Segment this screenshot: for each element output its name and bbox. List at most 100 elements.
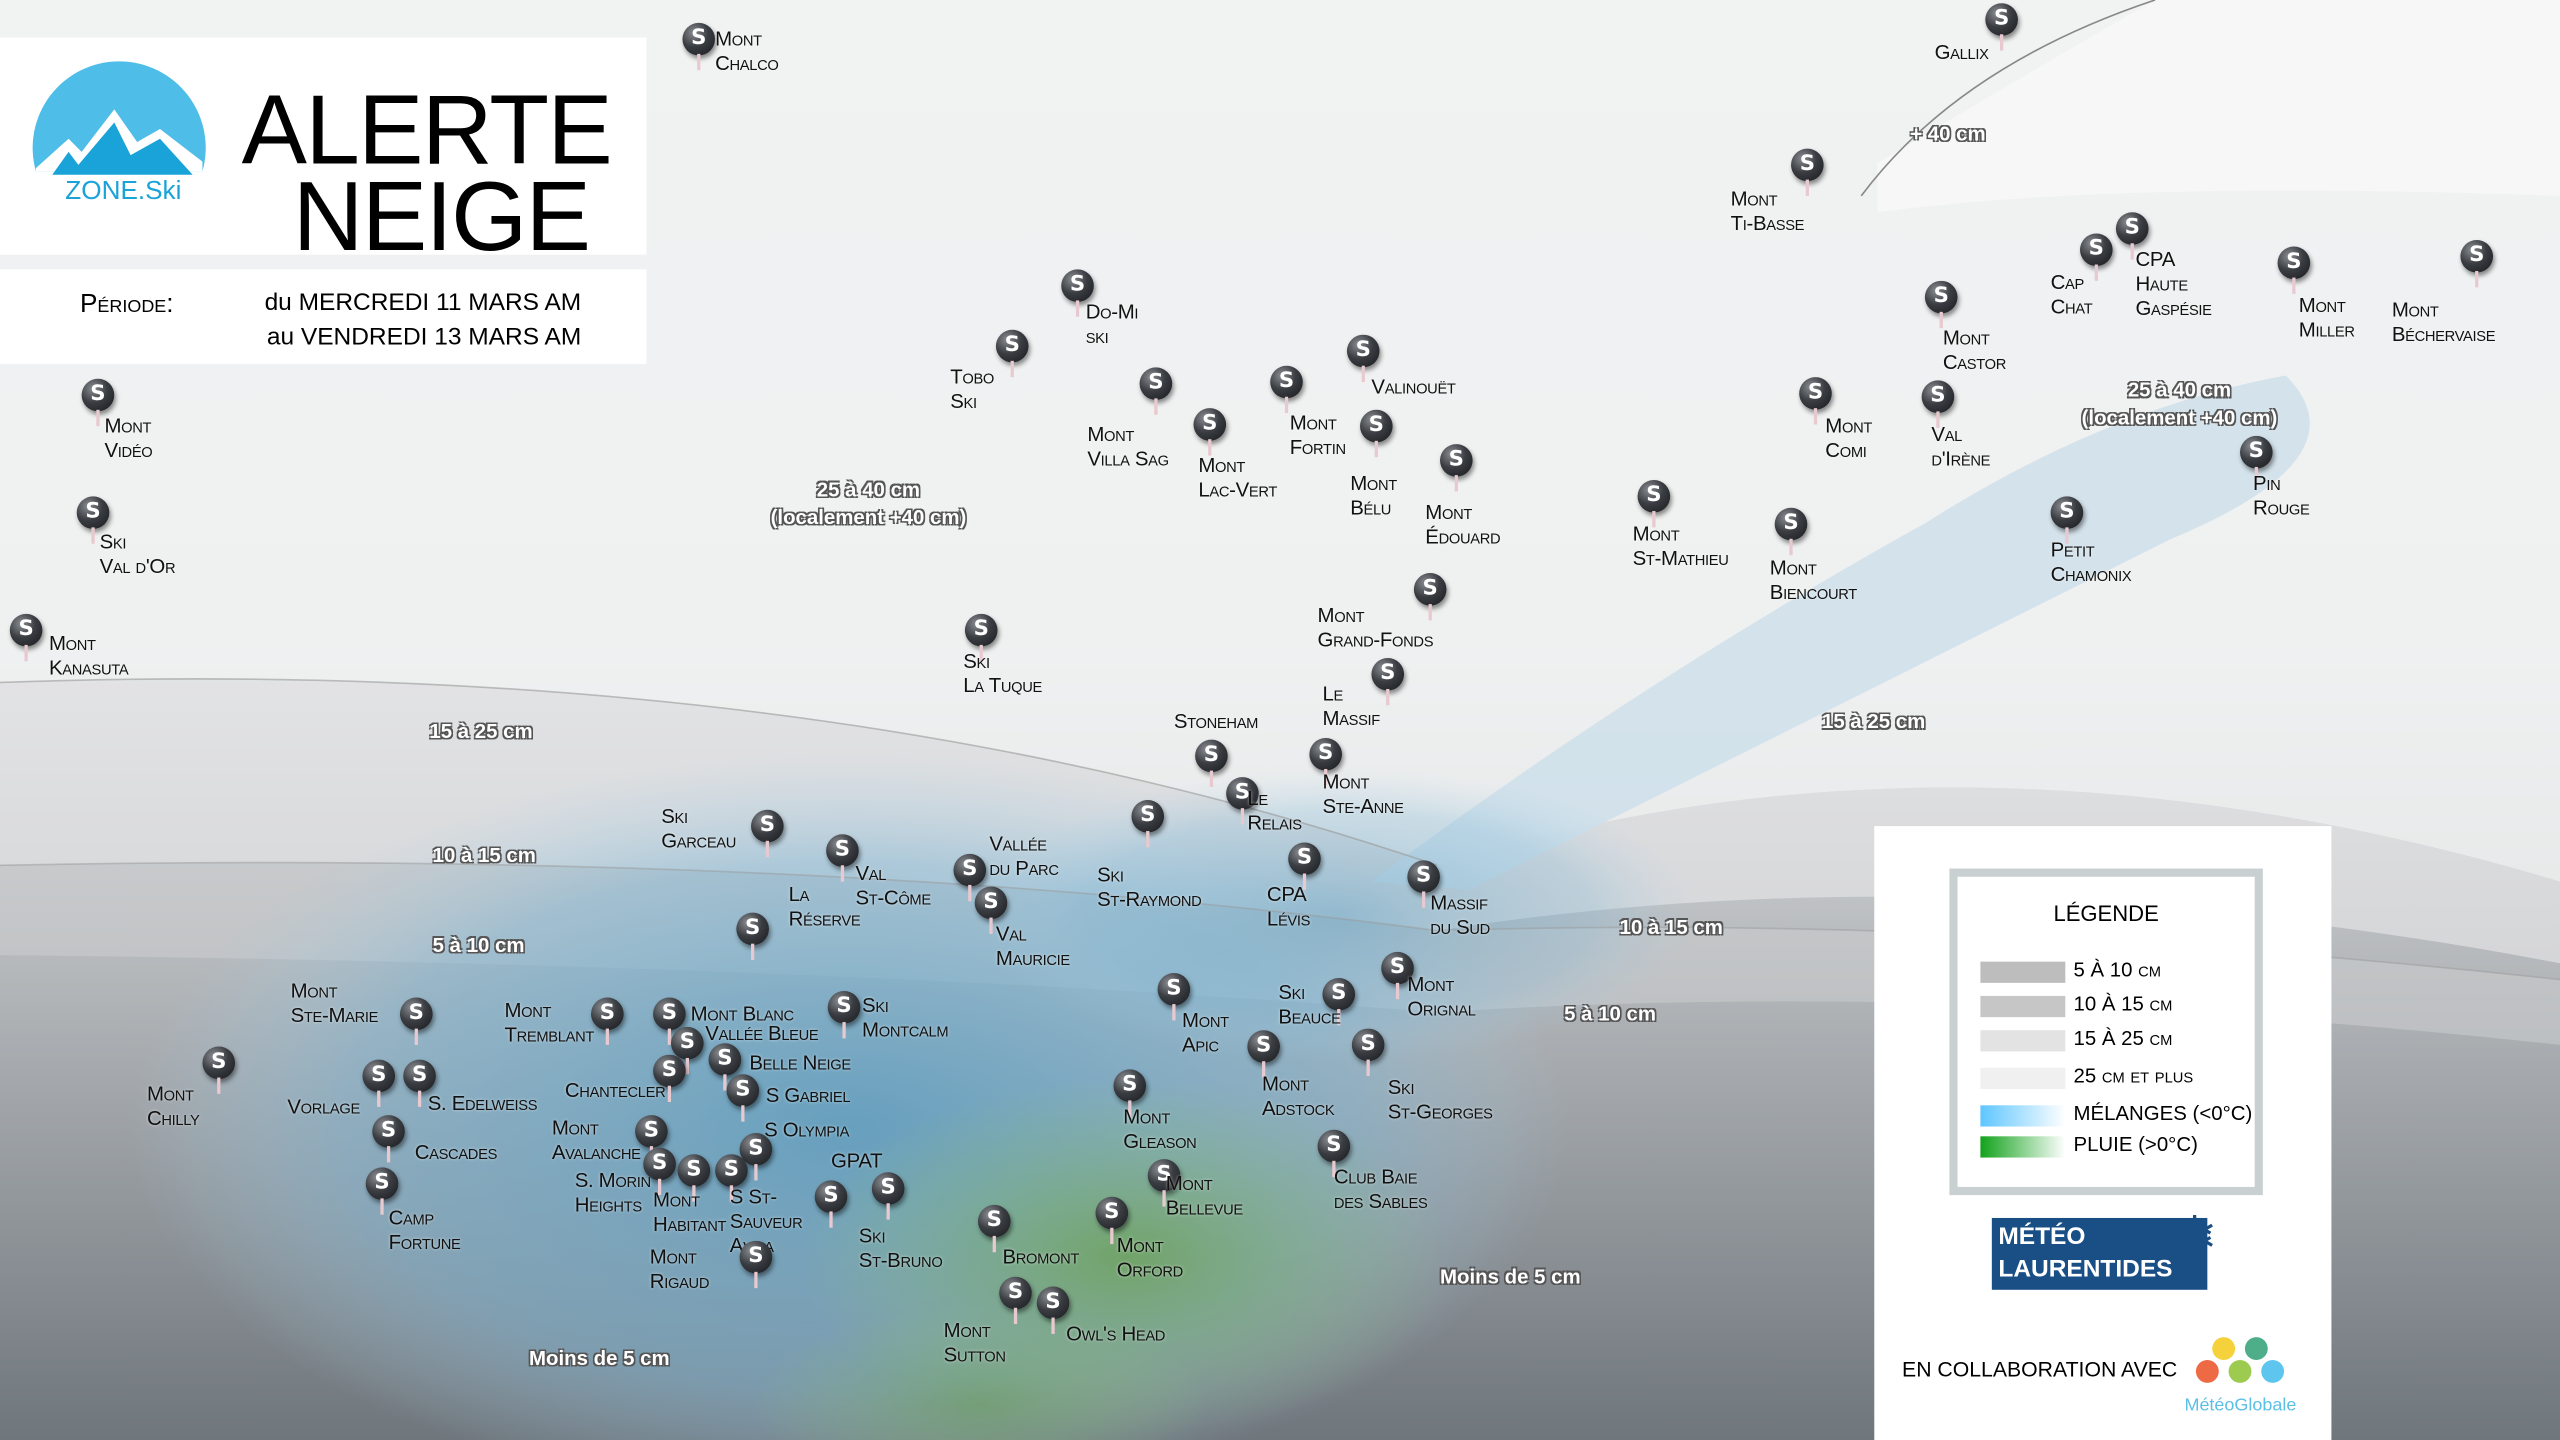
ski-resort-label[interactable]: Mont Édouard (1425, 501, 1501, 549)
ski-resort-label[interactable]: Mont Grand-Fonds (1317, 604, 1434, 652)
ski-resort-label[interactable]: Mont Ti-Basse (1730, 187, 1805, 236)
ski-resort-pin-icon[interactable]: S (76, 496, 110, 544)
ski-resort-pin-icon[interactable]: S (1637, 479, 1671, 528)
ski-resort-pin-icon[interactable]: S (1774, 507, 1808, 556)
ski-resort-pin-icon[interactable]: S (591, 997, 624, 1045)
ski-resort-label[interactable]: Val Mauricie (995, 922, 1070, 970)
ski-resort-label[interactable]: Mont Biencourt (1769, 556, 1857, 605)
ski-resort-label[interactable]: Mont Kanasuta (48, 631, 129, 680)
ski-resort-pin-icon[interactable]: S (1139, 367, 1173, 415)
ski-resort-label[interactable]: La Réserve (788, 883, 861, 931)
ski-resort-label[interactable]: Le Relais (1247, 786, 1302, 835)
ski-resort-label[interactable]: Owl's Head (1066, 1322, 1166, 1346)
ski-resort-pin-icon[interactable]: S (751, 809, 784, 858)
ski-resort-pin-icon[interactable]: S (1381, 951, 1414, 1000)
ski-resort-pin-icon[interactable]: S (1799, 377, 1832, 425)
ski-resort-label[interactable]: Ski Beauce (1278, 981, 1341, 1029)
ski-resort-pin-icon[interactable]: S (2239, 435, 2273, 484)
ski-resort-pin-icon[interactable]: S (1226, 777, 1259, 825)
ski-resort-pin-icon[interactable]: S (2460, 239, 2494, 288)
ski-resort-pin-icon[interactable]: S (995, 329, 1029, 378)
ski-resort-pin-icon[interactable]: S (403, 1059, 436, 1107)
ski-resort-pin-icon[interactable]: S (1095, 1196, 1129, 1245)
ski-resort-label[interactable]: Mont Bélu (1350, 471, 1397, 520)
ski-resort-pin-icon[interactable]: S (81, 378, 115, 427)
ski-resort-label[interactable]: Mont Apic (1182, 1008, 1229, 1057)
ski-resort-label[interactable]: S. Morin Heights (574, 1168, 651, 1217)
ski-resort-pin-icon[interactable]: S (365, 1167, 399, 1215)
ski-resort-pin-icon[interactable]: S (1346, 334, 1380, 383)
ski-resort-pin-icon[interactable]: S (974, 886, 1008, 934)
ski-resort-pin-icon[interactable]: S (1061, 269, 1094, 317)
ski-resort-label[interactable]: S. Edelweiss (427, 1092, 538, 1116)
ski-resort-pin-icon[interactable]: S (726, 1074, 760, 1122)
ski-resort-pin-icon[interactable]: S (1407, 860, 1440, 908)
ski-resort-pin-icon[interactable]: S (1247, 1030, 1280, 1078)
ski-resort-label[interactable]: Mont Ste-Anne (1322, 770, 1404, 818)
ski-resort-pin-icon[interactable]: S (2115, 212, 2149, 260)
ski-resort-label[interactable]: Val St-Côme (855, 862, 932, 910)
ski-resort-label[interactable]: Bromont (1002, 1245, 1080, 1269)
ski-resort-label[interactable]: Vallée du Parc (989, 832, 1059, 880)
ski-resort-label[interactable]: Mont Gleason (1123, 1105, 1197, 1153)
ski-resort-label[interactable]: Camp Fortune (388, 1206, 461, 1254)
ski-resort-pin-icon[interactable]: S (677, 1154, 711, 1202)
ski-resort-label[interactable]: Chantecler (564, 1079, 666, 1103)
ski-resort-label[interactable]: Mont Blanc (690, 1002, 795, 1026)
ski-resort-pin-icon[interactable]: S (953, 853, 987, 902)
ski-resort-pin-icon[interactable]: S (682, 22, 716, 71)
ski-resort-label[interactable]: Val d'Irène (1931, 422, 1991, 471)
ski-resort-pin-icon[interactable]: S (1147, 1159, 1181, 1207)
ski-resort-label[interactable]: Le Massif (1322, 682, 1380, 730)
ski-resort-pin-icon[interactable]: S (1921, 380, 1955, 428)
ski-resort-label[interactable]: Do-Mi ski (1085, 300, 1139, 348)
ski-resort-pin-icon[interactable]: S (202, 1046, 236, 1094)
ski-resort-pin-icon[interactable]: S (1317, 1129, 1351, 1178)
ski-resort-pin-icon[interactable]: S (1309, 737, 1343, 786)
ski-resort-label[interactable]: Mont Vidéo (104, 414, 153, 463)
ski-resort-pin-icon[interactable]: S (653, 1054, 686, 1103)
ski-resort-pin-icon[interactable]: S (977, 1204, 1011, 1253)
ski-resort-label[interactable]: Mont Villa Sag (1087, 422, 1169, 471)
ski-resort-pin-icon[interactable]: S (9, 613, 43, 662)
ski-resort-label[interactable]: Ski Val d'Or (99, 530, 176, 578)
ski-resort-label[interactable]: Stoneham (1173, 710, 1259, 734)
ski-resort-pin-icon[interactable]: S (2277, 246, 2311, 294)
ski-resort-pin-icon[interactable]: S (362, 1059, 396, 1107)
ski-resort-pin-icon[interactable]: S (999, 1276, 1032, 1325)
ski-resort-label[interactable]: Ski St-Bruno (858, 1224, 943, 1272)
ski-resort-label[interactable]: Vorlage (287, 1095, 360, 1119)
ski-resort-pin-icon[interactable]: S (827, 991, 861, 1039)
ski-resort-label[interactable]: CPA Haute Gaspésie (2135, 248, 2212, 320)
ski-resort-label[interactable]: Mont Chalco (715, 27, 779, 76)
ski-resort-pin-icon[interactable]: S (736, 912, 769, 960)
ski-resort-pin-icon[interactable]: S (1193, 408, 1227, 456)
ski-resort-label[interactable]: Mont Chilly (146, 1082, 200, 1130)
ski-resort-pin-icon[interactable]: S (1359, 409, 1393, 458)
ski-resort-pin-icon[interactable]: S (1113, 1069, 1147, 1117)
ski-resort-pin-icon[interactable]: S (1157, 973, 1191, 1021)
ski-resort-label[interactable]: Ski St-Georges (1387, 1075, 1493, 1124)
ski-resort-label[interactable]: Mont Avalanche (551, 1116, 641, 1165)
ski-resort-pin-icon[interactable]: S (1985, 3, 2018, 51)
ski-resort-pin-icon[interactable]: S (1413, 573, 1447, 621)
ski-resort-pin-icon[interactable]: S (372, 1115, 405, 1163)
ski-resort-label[interactable]: Vallée Bleue (705, 1022, 819, 1045)
ski-resort-pin-icon[interactable]: S (1791, 148, 1824, 196)
ski-resort-pin-icon[interactable]: S (1195, 739, 1228, 787)
ski-resort-label[interactable]: Cap Chat (2050, 271, 2093, 319)
ski-resort-pin-icon[interactable]: S (643, 1147, 676, 1196)
ski-resort-label[interactable]: Massif du Sud (1430, 891, 1490, 939)
ski-resort-pin-icon[interactable]: S (1288, 842, 1321, 890)
ski-resort-label[interactable]: Mont St-Mathieu (1632, 522, 1729, 570)
ski-resort-label[interactable]: S Olympia (764, 1118, 850, 1142)
ski-resort-label[interactable]: Ski La Tuque (963, 649, 1043, 698)
ski-resort-label[interactable]: Mont Rigaud (649, 1245, 710, 1294)
ski-resort-label[interactable]: CPA Lévis (1266, 883, 1311, 931)
ski-resort-pin-icon[interactable]: S (715, 1154, 748, 1202)
ski-resort-label[interactable]: Mont Orignal (1407, 973, 1476, 1021)
ski-resort-pin-icon[interactable]: S (1131, 799, 1165, 848)
ski-resort-label[interactable]: Mont Fortin (1289, 411, 1346, 459)
ski-resort-label[interactable]: Club Baie des Sables (1333, 1165, 1428, 1214)
ski-resort-label[interactable]: Mont Castor (1942, 326, 2006, 374)
